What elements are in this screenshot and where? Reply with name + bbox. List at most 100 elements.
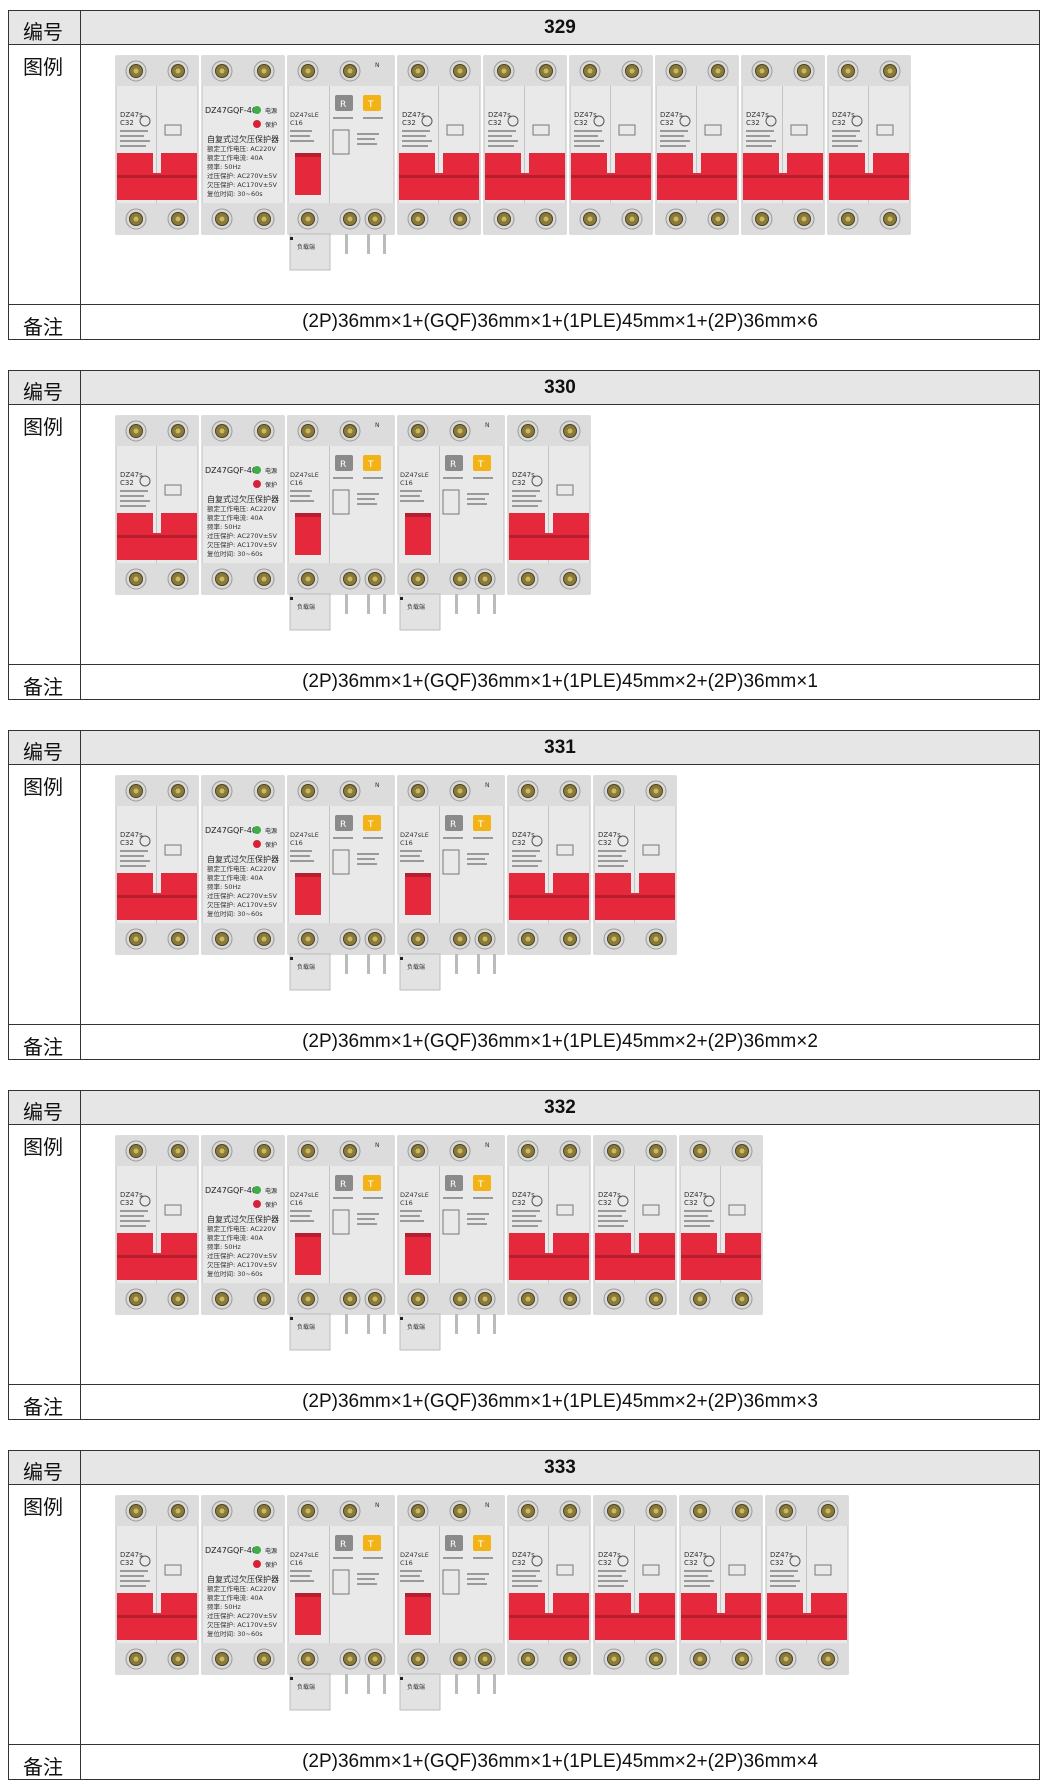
- svg-text:负载端: 负载端: [297, 1683, 315, 1691]
- figure-row: 图例 DZ47s C32: [9, 45, 1039, 305]
- mcb-2p-module: DZ47s C32: [679, 1495, 763, 1680]
- svg-text:DZ47GQF-40: DZ47GQF-40: [205, 1546, 257, 1555]
- svg-text:频率: 50Hz: 频率: 50Hz: [207, 162, 241, 171]
- svg-text:DZ47s: DZ47s: [512, 1191, 535, 1199]
- svg-text:R: R: [450, 1540, 456, 1550]
- svg-text:C32: C32: [512, 479, 526, 487]
- module-illustration: DZ47s C32 DZ47GQF-40 电源 保护 自复: [81, 765, 1039, 1024]
- figure-row: 图例 DZ47s C32: [9, 1485, 1039, 1745]
- svg-text:C32: C32: [512, 839, 526, 847]
- remark-text: (2P)36mm×1+(GQF)36mm×1+(1PLE)45mm×2+(2P)…: [302, 1391, 818, 1412]
- table-header-row: 编号 330: [9, 371, 1039, 405]
- svg-text:C16: C16: [400, 1559, 413, 1567]
- svg-text:DZ47sLE: DZ47sLE: [400, 471, 429, 479]
- svg-text:R: R: [450, 1180, 456, 1190]
- remark-text: (2P)36mm×1+(GQF)36mm×1+(1PLE)45mm×2+(2P)…: [302, 671, 818, 692]
- table-id: 330: [544, 377, 576, 398]
- svg-text:额定工作电流: 40A: 额定工作电流: 40A: [207, 513, 264, 522]
- svg-text:DZ47s: DZ47s: [832, 111, 855, 119]
- svg-text:C32: C32: [770, 1559, 784, 1567]
- svg-text:保护: 保护: [265, 481, 277, 489]
- rcbo-1ple-module: N R T DZ47sLE C16 负载端: [397, 415, 505, 636]
- mcb-2p-module: DZ47s C32: [827, 55, 911, 240]
- svg-text:C32: C32: [598, 1559, 612, 1567]
- rcbo-1ple-module: N R T DZ47sLE C16 负载端: [287, 1135, 395, 1356]
- svg-text:N: N: [375, 1142, 380, 1149]
- svg-text:欠压保护: AC170V±5V: 欠压保护: AC170V±5V: [207, 180, 278, 189]
- remark-label: 备注: [9, 1745, 81, 1779]
- svg-text:DZ47s: DZ47s: [120, 1191, 143, 1199]
- svg-text:DZ47sLE: DZ47sLE: [400, 831, 429, 839]
- svg-text:C32: C32: [402, 119, 416, 127]
- svg-text:N: N: [375, 62, 380, 69]
- svg-text:DZ47GQF-40: DZ47GQF-40: [205, 106, 257, 115]
- svg-text:R: R: [450, 820, 456, 830]
- remark-label: 备注: [9, 305, 81, 339]
- svg-text:DZ47s: DZ47s: [120, 1551, 143, 1559]
- gqf-protector-module: DZ47GQF-40 电源 保护 自复式过欠压保护器 额定工作电压: AC220…: [201, 55, 285, 240]
- svg-text:R: R: [340, 460, 346, 470]
- module-illustration: DZ47s C32 DZ47GQF-40 电源 保护 自复: [81, 1485, 1039, 1744]
- figure-row: 图例 DZ47s C32: [9, 405, 1039, 665]
- svg-text:电源: 电源: [265, 1547, 277, 1555]
- figure-label: 图例: [9, 765, 81, 1024]
- svg-text:DZ47sLE: DZ47sLE: [290, 471, 319, 479]
- svg-text:DZ47sLE: DZ47sLE: [400, 1191, 429, 1199]
- svg-text:DZ47sLE: DZ47sLE: [290, 831, 319, 839]
- svg-text:DZ47s: DZ47s: [488, 111, 511, 119]
- config-table: 编号 331 图例 DZ47s C32: [8, 730, 1040, 1060]
- remark-text: (2P)36mm×1+(GQF)36mm×1+(1PLE)45mm×2+(2P)…: [302, 1031, 818, 1052]
- svg-text:C16: C16: [290, 119, 303, 127]
- mcb-2p-module: DZ47s C32: [507, 415, 591, 600]
- svg-text:C32: C32: [684, 1559, 698, 1567]
- svg-text:DZ47s: DZ47s: [746, 111, 769, 119]
- gqf-protector-module: DZ47GQF-40 电源 保护 自复式过欠压保护器 额定工作电压: AC220…: [201, 775, 285, 960]
- config-table: 编号 333 图例 DZ47s C32: [8, 1450, 1040, 1780]
- mcb-2p-module: DZ47s C32: [115, 415, 199, 600]
- svg-text:保护: 保护: [265, 1201, 277, 1209]
- svg-text:负载端: 负载端: [297, 963, 315, 971]
- svg-text:N: N: [485, 1142, 490, 1149]
- svg-text:DZ47sLE: DZ47sLE: [400, 1551, 429, 1559]
- module-illustration: DZ47s C32 DZ47GQF-40 电源 保护 自复: [81, 45, 1039, 304]
- config-table: 编号 330 图例 DZ47s C32: [8, 370, 1040, 700]
- svg-text:DZ47s: DZ47s: [598, 1551, 621, 1559]
- table-id: 329: [544, 17, 576, 38]
- id-label: 编号: [9, 731, 81, 764]
- svg-text:DZ47GQF-40: DZ47GQF-40: [205, 466, 257, 475]
- svg-text:负载端: 负载端: [407, 1683, 425, 1691]
- svg-text:C32: C32: [120, 839, 134, 847]
- svg-text:频率: 50Hz: 频率: 50Hz: [207, 522, 241, 531]
- svg-text:额定工作电流: 40A: 额定工作电流: 40A: [207, 153, 264, 162]
- svg-text:自复式过欠压保护器: 自复式过欠压保护器: [207, 494, 279, 504]
- svg-text:C32: C32: [512, 1559, 526, 1567]
- svg-text:C32: C32: [746, 119, 760, 127]
- svg-text:N: N: [375, 422, 380, 429]
- remark-row: 备注 (2P)36mm×1+(GQF)36mm×1+(1PLE)45mm×2+(…: [9, 1385, 1039, 1419]
- svg-text:T: T: [367, 820, 374, 830]
- svg-text:频率: 50Hz: 频率: 50Hz: [207, 1242, 241, 1251]
- remark-label: 备注: [9, 665, 81, 699]
- svg-text:复位时间: 30~60s: 复位时间: 30~60s: [207, 549, 263, 558]
- svg-text:欠压保护: AC170V±5V: 欠压保护: AC170V±5V: [207, 540, 278, 549]
- table-id: 332: [544, 1097, 576, 1118]
- rcbo-1ple-module: N R T DZ47sLE C16 负载端: [287, 415, 395, 636]
- svg-text:R: R: [340, 100, 346, 110]
- svg-text:DZ47GQF-40: DZ47GQF-40: [205, 826, 257, 835]
- mcb-2p-module: DZ47s C32: [507, 1135, 591, 1320]
- svg-text:过压保护: AC270V±5V: 过压保护: AC270V±5V: [207, 171, 278, 180]
- remark-row: 备注 (2P)36mm×1+(GQF)36mm×1+(1PLE)45mm×2+(…: [9, 1025, 1039, 1059]
- svg-text:R: R: [450, 460, 456, 470]
- svg-text:DZ47sLE: DZ47sLE: [290, 1191, 319, 1199]
- mcb-2p-module: DZ47s C32: [765, 1495, 849, 1680]
- gqf-protector-module: DZ47GQF-40 电源 保护 自复式过欠压保护器 额定工作电压: AC220…: [201, 1135, 285, 1320]
- svg-text:负载端: 负载端: [407, 963, 425, 971]
- config-table: 编号 329 图例 DZ47s C32: [8, 10, 1040, 340]
- svg-text:负载端: 负载端: [407, 1323, 425, 1331]
- svg-text:保护: 保护: [265, 121, 277, 129]
- svg-text:DZ47sLE: DZ47sLE: [290, 111, 319, 119]
- svg-text:保护: 保护: [265, 841, 277, 849]
- svg-text:C32: C32: [574, 119, 588, 127]
- svg-text:过压保护: AC270V±5V: 过压保护: AC270V±5V: [207, 531, 278, 540]
- svg-text:DZ47s: DZ47s: [660, 111, 683, 119]
